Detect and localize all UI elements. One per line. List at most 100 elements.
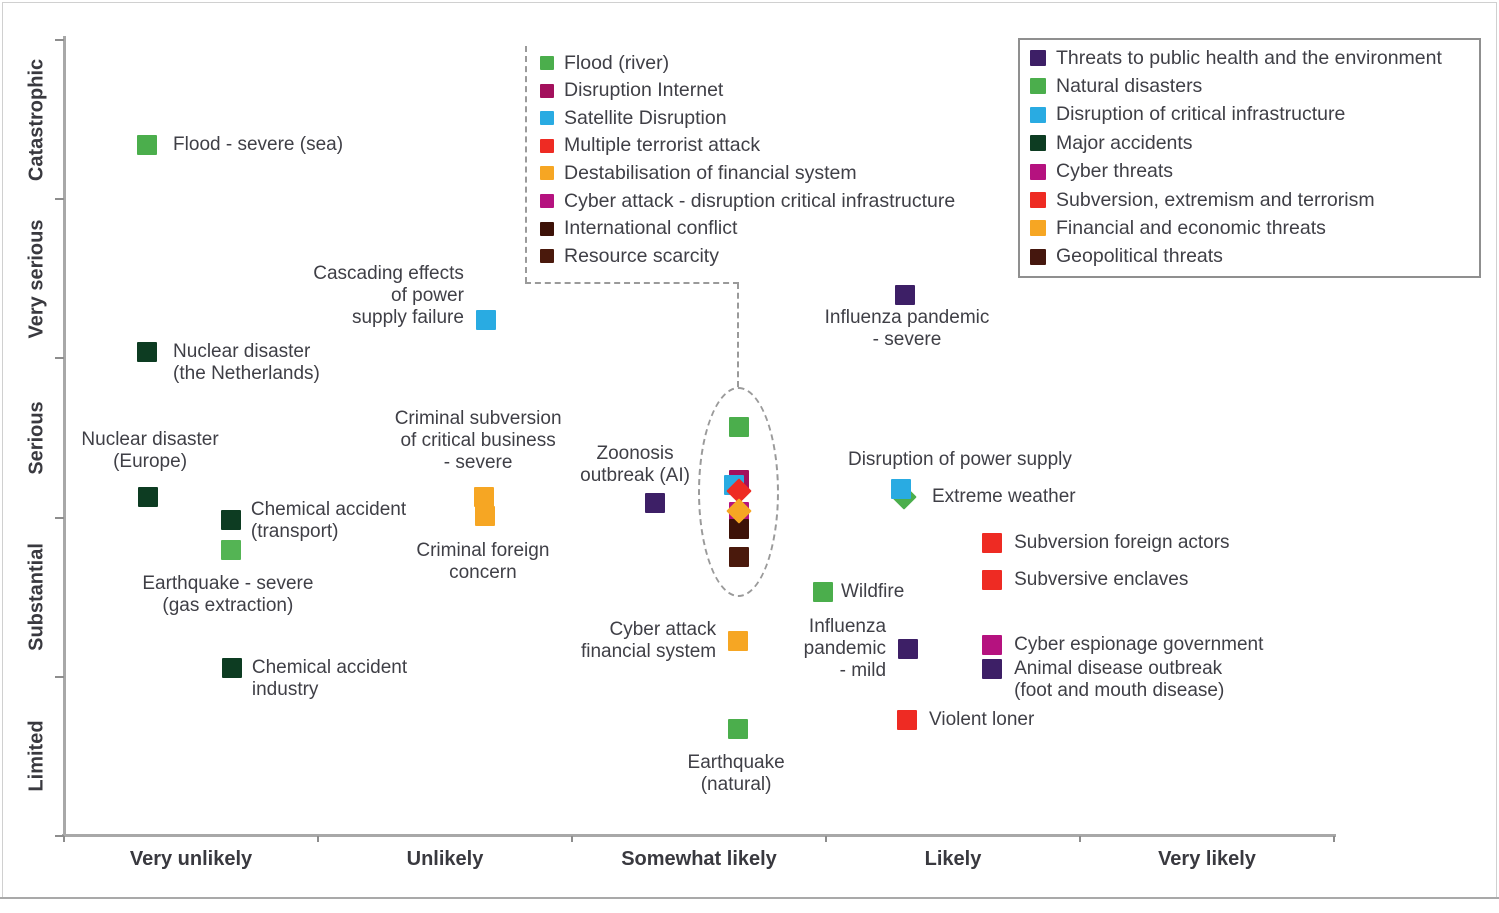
- point-nuclear-disaster-netherlands-marker: [137, 342, 158, 363]
- callout-swatch-icon: [540, 221, 554, 236]
- point-criminal-subversion-critical-business-severe-label: Criminal subversion of critical business…: [394, 408, 562, 474]
- y-axis-label: Very serious: [25, 219, 48, 339]
- point-subversion-foreign-actors-marker: [982, 533, 1003, 554]
- legend-swatch-icon: [1030, 78, 1046, 95]
- point-wildfire-label: Wildfire: [840, 580, 905, 602]
- callout-swatch-icon: [540, 249, 554, 264]
- legend-box: [1018, 38, 1481, 278]
- callout-item-label: Multiple terrorist attack: [564, 134, 761, 157]
- callout-item: Satellite Disruption: [540, 104, 727, 132]
- callout-dash-bottom: [525, 282, 739, 284]
- legend-item-label: Major accidents: [1056, 131, 1193, 154]
- page-rule: [0, 897, 1499, 899]
- point-international-conflict-marker: [728, 518, 749, 539]
- cluster-ellipse: [698, 387, 779, 597]
- x-axis-label: Somewhat likely: [621, 848, 777, 870]
- point-criminal-foreign-concern-marker: [474, 506, 495, 526]
- x-axis-line: [62, 834, 1336, 837]
- y-tick: [55, 835, 64, 837]
- x-axis-label: Very unlikely: [129, 848, 253, 870]
- point-wildfire-marker: [812, 581, 833, 602]
- legend-item-label: Subversion, extremism and terrorism: [1056, 188, 1375, 211]
- y-tick: [55, 198, 64, 201]
- point-zoonosis-outbreak-ai-marker: [645, 492, 666, 513]
- point-cyber-attack-financial-system-label: Cyber attack financial system: [580, 618, 717, 662]
- point-zoonosis-outbreak-ai-label: Zoonosis outbreak (AI): [580, 442, 690, 486]
- callout-swatch-icon: [540, 194, 554, 208]
- callout-swatch-icon: [540, 83, 554, 98]
- y-tick: [55, 675, 64, 678]
- x-tick: [1333, 836, 1335, 842]
- y-axis-line: [63, 36, 66, 836]
- point-influenza-pandemic-mild-label: Influenza pandemic - mild: [803, 616, 887, 682]
- callout-item: Disruption Internet: [540, 77, 723, 105]
- point-criminal-subversion-critical-business-severe-marker: [474, 487, 495, 508]
- callout-item: Resource scarcity: [540, 242, 719, 270]
- point-chemical-accident-industry-label: Chemical accident industry: [251, 657, 408, 701]
- point-subversive-enclaves-marker: [982, 570, 1003, 590]
- legend-item-label: Natural disasters: [1056, 74, 1203, 97]
- x-tick: [63, 836, 65, 842]
- legend-item: Natural disasters: [1030, 72, 1202, 100]
- callout-item-label: Satellite Disruption: [564, 106, 727, 129]
- legend-item: Threats to public health and the environ…: [1030, 44, 1442, 72]
- y-axis-label: Serious: [25, 401, 48, 475]
- callout-item-label: Disruption Internet: [564, 79, 724, 102]
- y-tick: [55, 39, 64, 41]
- legend-item: Subversion, extremism and terrorism: [1030, 186, 1375, 214]
- callout-item-label: Destabilisation of financial system: [564, 161, 857, 184]
- point-earthquake-natural-label: Earthquake (natural): [687, 752, 785, 796]
- callout-item: Multiple terrorist attack: [540, 132, 760, 160]
- x-axis-label: Likely: [924, 848, 982, 870]
- x-axis-label: Unlikely: [406, 848, 484, 870]
- x-tick: [825, 836, 827, 842]
- callout-item-label: Cyber attack - disruption critical infra…: [564, 189, 956, 212]
- callout-item: Flood (river): [540, 49, 669, 77]
- point-animal-disease-outbreak-label: Animal disease outbreak (foot and mouth …: [1014, 657, 1225, 701]
- point-extreme-weather-label: Extreme weather: [931, 486, 1076, 508]
- point-violent-loner-label: Violent loner: [929, 708, 1035, 730]
- point-cyber-attack-financial-system-marker: [728, 630, 749, 651]
- x-axis-label: Very likely: [1158, 848, 1256, 870]
- point-violent-loner-marker: [897, 709, 918, 730]
- point-influenza-pandemic-mild-marker: [898, 639, 919, 660]
- legend-swatch-icon: [1030, 163, 1046, 180]
- callout-swatch-icon: [540, 111, 554, 126]
- point-cascading-effects-power-supply-failure-marker: [475, 310, 496, 331]
- point-chemical-accident-industry-marker: [221, 658, 242, 679]
- y-axis-label: Catastrophic: [25, 58, 48, 181]
- legend-item: Cyber threats: [1030, 158, 1173, 186]
- point-disruption-of-power-supply-marker: [890, 478, 911, 499]
- legend-item-label: Financial and economic threats: [1056, 216, 1326, 239]
- point-influenza-pandemic-severe-marker: [894, 285, 915, 306]
- point-flood-severe-sea-label: Flood - severe (sea): [173, 134, 344, 156]
- legend-swatch-icon: [1030, 50, 1046, 66]
- point-cyber-espionage-government-marker: [982, 634, 1003, 655]
- callout-swatch-icon: [540, 138, 554, 153]
- y-tick: [55, 357, 64, 360]
- callout-item-label: Flood (river): [564, 51, 670, 74]
- legend-item-label: Disruption of critical infrastructure: [1056, 103, 1346, 126]
- y-tick: [55, 516, 64, 519]
- point-chemical-accident-transport-marker: [220, 509, 241, 530]
- callout-item-label: Resource scarcity: [564, 244, 719, 267]
- callout-dash-connector: [737, 283, 739, 387]
- point-flood-severe-sea-marker: [137, 135, 158, 156]
- legend-swatch-icon: [1030, 192, 1046, 208]
- callout-item: International conflict: [540, 215, 737, 243]
- point-animal-disease-outbreak-marker: [982, 658, 1003, 679]
- callout-dash-left: [525, 46, 527, 283]
- y-axis-label: Limited: [25, 720, 48, 792]
- legend-swatch-icon: [1030, 106, 1046, 123]
- point-earthquake-natural-marker: [728, 719, 749, 740]
- point-criminal-foreign-concern-label: Criminal foreign concern: [416, 540, 550, 583]
- legend-item-label: Threats to public health and the environ…: [1056, 46, 1442, 69]
- point-nuclear-disaster-europe-marker: [138, 487, 159, 508]
- callout-item: Destabilisation of financial system: [540, 159, 857, 187]
- point-resource-scarcity-marker: [728, 546, 749, 567]
- point-chemical-accident-transport-label: Chemical accident (transport): [250, 498, 407, 542]
- point-subversion-foreign-actors-label: Subversion foreign actors: [1014, 532, 1230, 554]
- point-flood-river-marker: [728, 417, 749, 437]
- figure-border: [2, 2, 1497, 898]
